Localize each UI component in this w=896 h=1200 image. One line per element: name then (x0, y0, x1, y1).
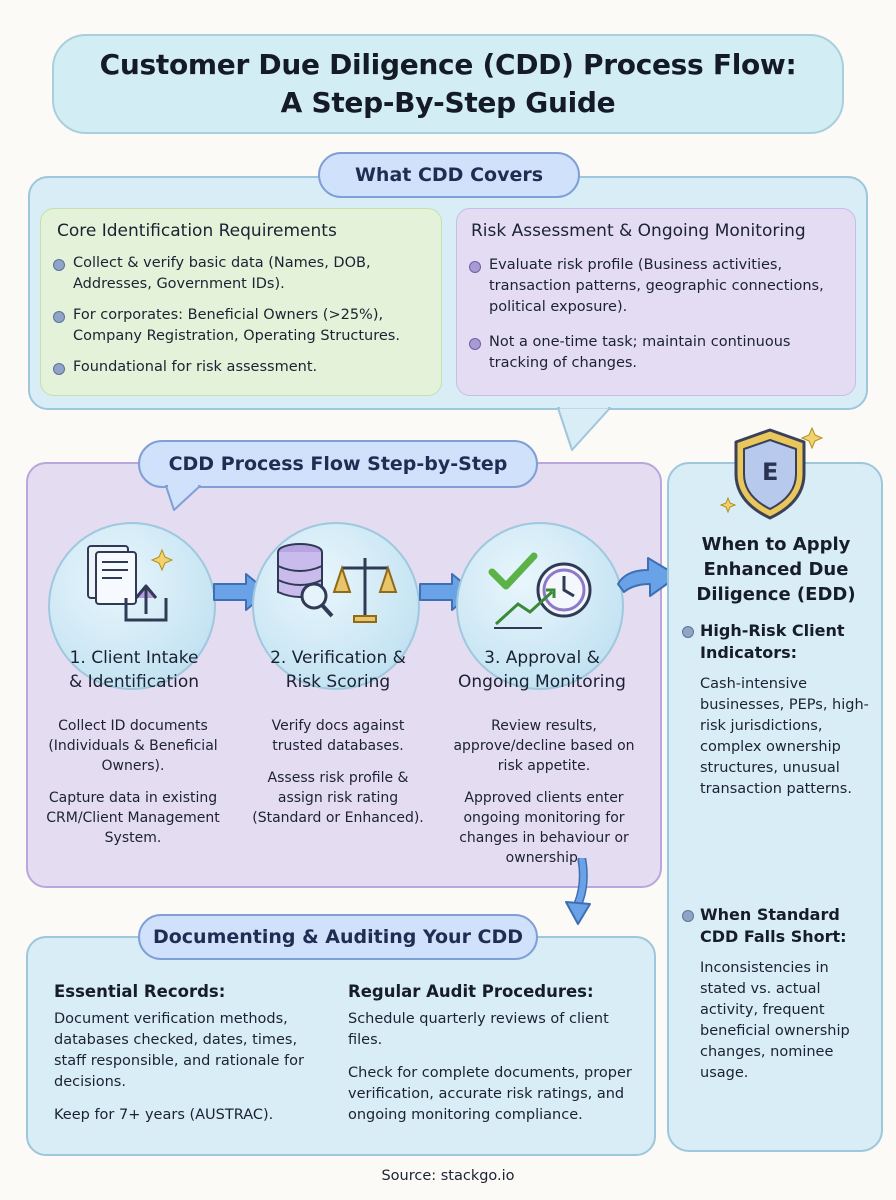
risk-assessment-list: Evaluate risk profile (Business activiti… (467, 245, 839, 374)
check-clock-icon (488, 552, 592, 629)
essential-records-text: Document verification methods, databases… (54, 1011, 304, 1090)
database-scale-icon (277, 543, 398, 623)
step-3-description: Review results, approve/decline based on… (453, 718, 635, 866)
audit-schedule-text: Schedule quarterly reviews of client fil… (348, 1011, 609, 1048)
bullet-dot-icon (53, 259, 65, 271)
list-item: Foundational for risk assessment. (51, 357, 433, 378)
step-3-title: 3. Approval & Ongoing Monitoring (458, 648, 626, 692)
edd-item-2: When Standard CDD Falls Short: Inconsist… (680, 904, 872, 1084)
step-1-title: 1. Client Intake & Identification (68, 648, 200, 692)
documenting-section (26, 936, 656, 1156)
audit-procedures-heading: Regular Audit Procedures: (348, 982, 594, 1001)
core-identification-panel: Core Identification Requirements Collect… (40, 208, 442, 396)
page-title-line-2: A Step-By-Step Guide (280, 86, 616, 119)
step-1-description: Collect ID documents (Individuals & Bene… (46, 718, 220, 846)
core-identification-list: Collect & verify basic data (Names, DOB,… (51, 243, 433, 378)
risk-assessment-heading: Risk Assessment & Ongoing Monitoring (471, 221, 806, 241)
edd-item-1-heading: High-Risk Client Indicators: (700, 621, 845, 662)
essential-records-heading: Essential Records: (54, 982, 226, 1001)
edd-title: When to Apply Enhanced Due Diligence (ED… (696, 534, 856, 605)
title-banner: Customer Due Diligence (CDD) Process Flo… (52, 34, 844, 134)
source-credit: Source: stackgo.io (381, 1168, 515, 1184)
bullet-dot-icon (682, 626, 694, 638)
step-2-description: Verify docs against trusted databases. A… (252, 718, 424, 826)
document-upload-icon (87, 545, 174, 622)
bullet-dot-icon (682, 910, 694, 922)
flow-arrow-icon (565, 858, 591, 925)
bullet-dot-icon (53, 363, 65, 375)
flow-arrow-icon (617, 557, 679, 597)
edd-item-1: High-Risk Client Indicators: Cash-intens… (680, 620, 872, 800)
shield-icon (719, 426, 824, 520)
core-identification-heading: Core Identification Requirements (57, 221, 337, 241)
page-title-line-1: Customer Due Diligence (CDD) Process Flo… (99, 48, 797, 81)
cdd-covers-heading: What CDD Covers (318, 152, 580, 198)
bullet-dot-icon (53, 311, 65, 323)
shield-letter: E (762, 458, 779, 486)
risk-assessment-panel: Risk Assessment & Ongoing Monitoring Eva… (456, 208, 856, 396)
audit-checks-text: Check for complete documents, proper ver… (348, 1065, 632, 1123)
speech-tail-icon (557, 404, 611, 451)
list-item: For corporates: Beneficial Owners (>25%)… (51, 305, 433, 347)
edd-item-1-text: Cash-intensive businesses, PEPs, high-ri… (700, 676, 869, 797)
documenting-heading: Documenting & Auditing Your CDD (138, 914, 538, 960)
step-1-circle (48, 522, 216, 690)
edd-item-2-text: Inconsistencies in stated vs. actual act… (700, 960, 850, 1081)
essential-records-column: Essential Records: Document verification… (54, 982, 324, 1138)
list-item: Not a one-time task; maintain continuous… (467, 332, 839, 374)
step-3-circle (456, 522, 624, 690)
edd-item-2-heading: When Standard CDD Falls Short: (700, 905, 847, 946)
audit-procedures-column: Regular Audit Procedures: Schedule quart… (348, 982, 638, 1138)
retention-text: Keep for 7+ years (AUSTRAC). (54, 1107, 274, 1123)
bullet-dot-icon (469, 261, 481, 273)
list-item: Evaluate risk profile (Business activiti… (467, 255, 839, 318)
bullet-dot-icon (469, 338, 481, 350)
process-flow-heading: CDD Process Flow Step-by-Step (138, 440, 538, 488)
list-item: Collect & verify basic data (Names, DOB,… (51, 253, 433, 295)
speech-tail-icon (165, 484, 201, 511)
step-2-title: 2. Verification & Risk Scoring (270, 648, 406, 692)
